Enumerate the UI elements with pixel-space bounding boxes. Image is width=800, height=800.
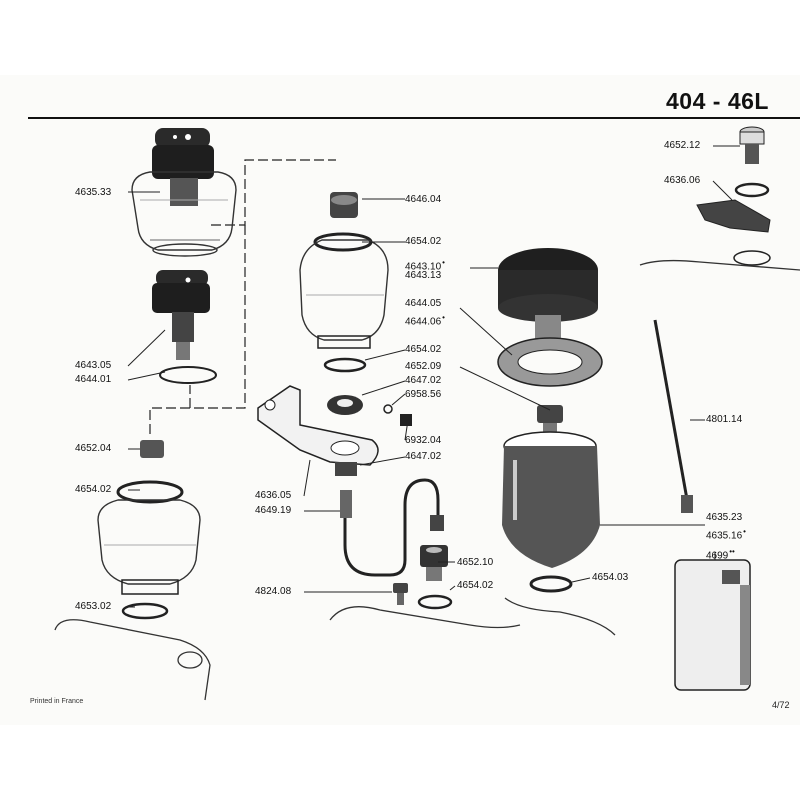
part-ref-4699: 4699•• <box>706 547 735 562</box>
part-ref-4644-01: 4644.01 <box>75 374 112 385</box>
part-ref-4652-10: 4652.10 <box>457 557 494 568</box>
reservoir-lower-left <box>54 440 211 701</box>
union-4652-10 <box>393 545 453 610</box>
right-side-parts <box>639 126 800 691</box>
part-ref-4643-13: 4643.13 <box>405 270 442 281</box>
page-title: 404 - 46L <box>666 88 769 114</box>
part-ref-4654-02: 4654.02 <box>405 344 442 355</box>
printed-in-note: Printed in France <box>30 698 84 705</box>
part-ref-4652-09: 4652.09 <box>405 361 442 372</box>
part-ref-4647-02: 4647.02 <box>405 375 442 386</box>
dashed-connectors <box>149 159 336 438</box>
part-ref-4647-02: 4647.02 <box>405 451 442 462</box>
part-ref-4644-06: 4644.06• <box>405 313 445 328</box>
reservoir-centre <box>299 192 412 426</box>
part-ref-4635-33: 4635.33 <box>75 187 112 198</box>
part-ref-4824-08: 4824.08 <box>255 586 292 597</box>
part-ref-4643-05: 4643.05 <box>75 360 112 371</box>
part-ref-4649-19: 4649.19 <box>255 505 292 516</box>
part-ref-4646-04: 4646.04 <box>405 194 442 205</box>
reservoir-cap-assembly-4635-33 <box>131 128 237 257</box>
part-ref-6932-04: 6932.04 <box>405 435 442 446</box>
part-ref-4652-12: 4652.12 <box>664 140 701 151</box>
filler-cap-4643-05 <box>152 270 217 384</box>
part-ref-4636-06: 4636.06 <box>664 175 701 186</box>
part-ref-4801-14: 4801.14 <box>706 414 743 425</box>
part-ref-4654-02: 4654.02 <box>457 580 494 591</box>
part-ref-4654-02: 4654.02 <box>405 236 442 247</box>
part-ref-4635-16: 4635.16• <box>706 527 746 542</box>
filter-bowl-4635-23 <box>329 248 616 636</box>
part-ref-4635-23: 4635.23 <box>706 512 743 523</box>
bracket-4636-05 <box>257 385 379 476</box>
leader-lines <box>127 145 740 608</box>
part-ref-4654-02: 4654.02 <box>75 484 112 495</box>
part-ref-4653-02: 4653.02 <box>75 601 112 612</box>
pipe-4649-19 <box>340 478 444 577</box>
part-ref-4654-03: 4654.03 <box>592 572 629 583</box>
page-number: 4/72 <box>772 700 790 710</box>
part-ref-6958-56: 6958.56 <box>405 389 442 400</box>
part-ref-4643-10: 4643.10• <box>405 258 445 273</box>
part-ref-4636-05: 4636.05 <box>255 490 292 501</box>
part-ref-4644-05: 4644.05 <box>405 298 442 309</box>
part-ref-4652-04: 4652.04 <box>75 443 112 454</box>
